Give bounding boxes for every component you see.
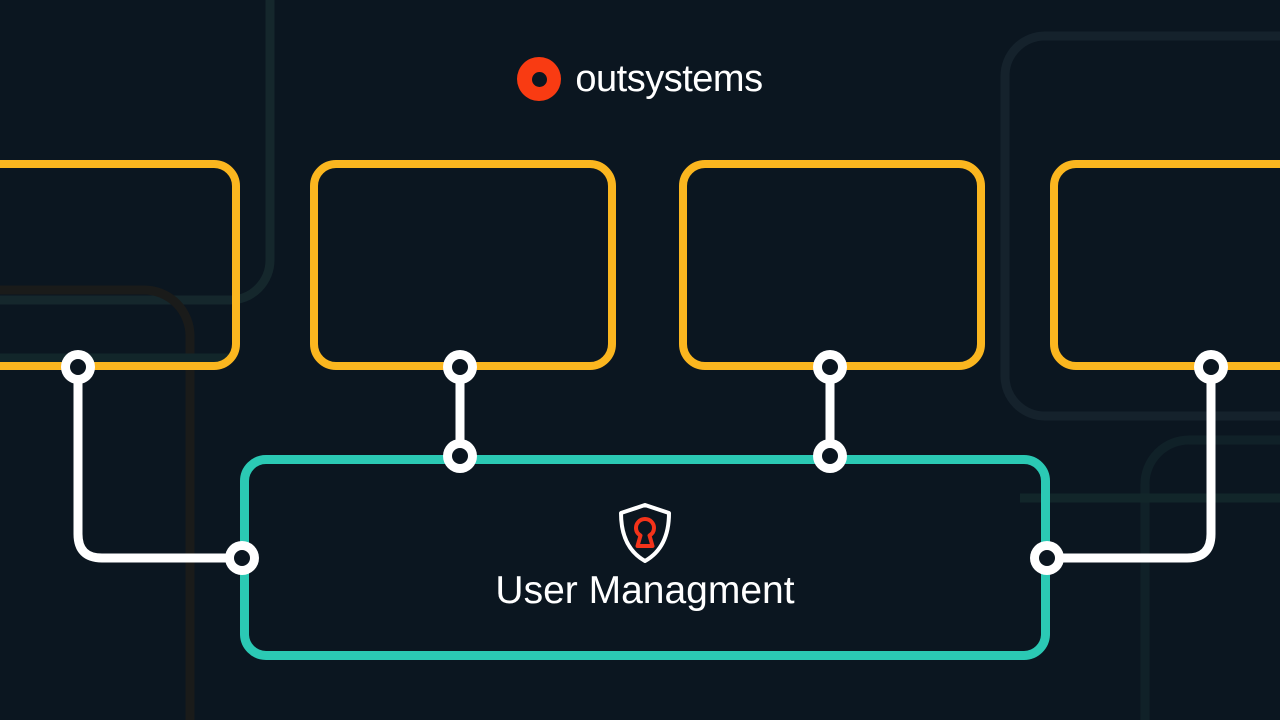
node-card1-out[interactable]	[61, 350, 95, 384]
node-card4-out[interactable]	[1194, 350, 1228, 384]
node-card2-out[interactable]	[443, 350, 477, 384]
card-4[interactable]	[1050, 160, 1280, 370]
connector-right	[1042, 362, 1216, 563]
node-hub-right[interactable]	[1030, 541, 1064, 575]
node-hub-top-right[interactable]	[813, 439, 847, 473]
connector-left	[73, 362, 247, 563]
node-hub-left[interactable]	[225, 541, 259, 575]
card-1[interactable]	[0, 160, 240, 370]
node-card3-out[interactable]	[813, 350, 847, 384]
node-hub-top-left[interactable]	[443, 439, 477, 473]
